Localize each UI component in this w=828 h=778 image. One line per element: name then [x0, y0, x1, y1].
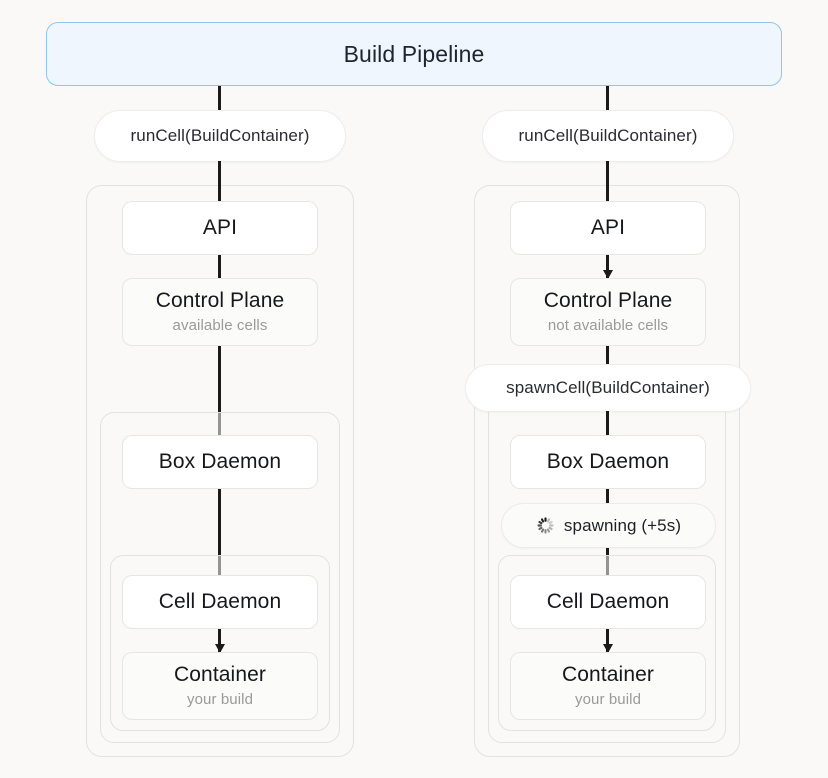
card-box-daemon-right: Box Daemon: [510, 435, 706, 489]
pill-spawning-status-label: spawning (+5s): [563, 515, 682, 535]
card-control-plane-right: Control Plane not available cells: [510, 278, 706, 346]
card-container-left-subtitle: your build: [186, 691, 254, 709]
pill-runcell-right-label: runCell(BuildContainer): [518, 126, 698, 145]
card-box-daemon-right-title: Box Daemon: [546, 449, 670, 473]
build-pipeline-title: Build Pipeline: [343, 40, 485, 67]
build-pipeline-banner: Build Pipeline: [46, 22, 782, 86]
card-box-daemon-left: Box Daemon: [122, 435, 318, 489]
card-api-left-title: API: [202, 215, 238, 239]
pill-spawncell-right[interactable]: spawnCell(BuildContainer): [465, 364, 751, 412]
card-api-right: API: [510, 201, 706, 255]
connector-control-plane-to-box-daemon-left: [218, 346, 221, 435]
card-api-right-title: API: [590, 215, 626, 239]
connector-runcell-to-api-right: [606, 161, 609, 203]
card-control-plane-right-title: Control Plane: [543, 288, 673, 312]
pill-runcell-left-label: runCell(BuildContainer): [130, 126, 310, 145]
card-control-plane-left-subtitle: available cells: [172, 317, 268, 335]
card-box-daemon-left-title: Box Daemon: [158, 449, 282, 473]
connector-control-plane-to-spawncell-right: [606, 346, 609, 368]
connector-api-to-control-plane-right: [606, 255, 609, 278]
pill-runcell-right[interactable]: runCell(BuildContainer): [482, 110, 734, 162]
card-control-plane-left-title: Control Plane: [155, 288, 285, 312]
pill-runcell-left[interactable]: runCell(BuildContainer): [94, 110, 346, 162]
card-container-right-title: Container: [562, 662, 654, 686]
connector-banner-to-runcell-right: [606, 86, 609, 114]
card-container-left: Container your build: [122, 652, 318, 720]
connector-runcell-to-api-left: [218, 161, 221, 203]
pill-spawning-status: spawning (+5s): [501, 503, 716, 548]
card-cell-daemon-right-title: Cell Daemon: [546, 589, 670, 613]
card-container-right-subtitle: your build: [574, 691, 642, 709]
card-cell-daemon-right: Cell Daemon: [510, 575, 706, 629]
connector-box-daemon-to-spawning-right: [606, 489, 609, 503]
connector-spawncell-to-box-daemon-right: [606, 411, 609, 435]
connector-box-daemon-to-cell-daemon-left: [218, 489, 221, 575]
connector-cell-daemon-to-container-right: [606, 629, 609, 652]
card-api-left: API: [122, 201, 318, 255]
connector-api-to-control-plane-left: [218, 255, 221, 278]
card-control-plane-left: Control Plane available cells: [122, 278, 318, 346]
connector-banner-to-runcell-left: [218, 86, 221, 114]
pill-spawncell-right-label: spawnCell(BuildContainer): [506, 378, 710, 397]
card-container-right: Container your build: [510, 652, 706, 720]
spinner-icon: [536, 516, 555, 535]
card-cell-daemon-left-title: Cell Daemon: [158, 589, 282, 613]
card-container-left-title: Container: [174, 662, 266, 686]
card-cell-daemon-left: Cell Daemon: [122, 575, 318, 629]
card-control-plane-right-subtitle: not available cells: [547, 317, 669, 335]
connector-cell-daemon-to-container-left: [218, 629, 221, 652]
